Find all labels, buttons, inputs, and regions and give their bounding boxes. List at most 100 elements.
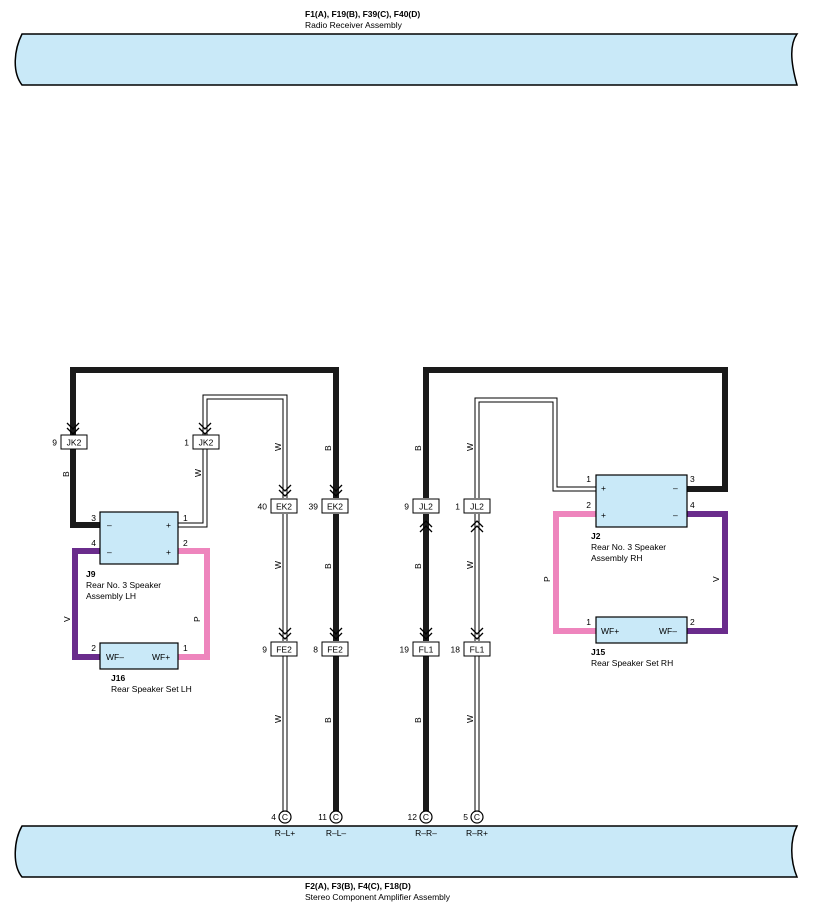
j2-name-line2: Assembly RH	[591, 553, 642, 563]
connector-jl2-b	[463, 498, 491, 514]
j9-pin-4: 4	[91, 538, 96, 548]
j15-id: J15	[591, 647, 605, 657]
connector-jk2-b-pin: 1	[184, 438, 189, 448]
j9-pin-3: 3	[91, 513, 96, 523]
connector-fl1-a-pin: 19	[400, 645, 410, 655]
svg-text:R–L–: R–L–	[326, 828, 347, 838]
connector-ek2-b	[321, 498, 349, 514]
terminal-r-r-minus: C 12 R–R–	[408, 810, 437, 838]
svg-text:C: C	[282, 812, 288, 822]
component-j9: – – + + 3 4 1 2 J9 Rear No. 3 Speaker As…	[86, 511, 188, 601]
connector-fl1-a	[412, 641, 440, 657]
top-assembly-bar	[14, 33, 799, 86]
wire-label-w: W	[273, 561, 283, 569]
j2-plus-bottom: +	[601, 510, 606, 520]
connector-jk2-a	[60, 434, 88, 450]
bottom-assembly-bar	[14, 825, 799, 878]
wire-black-right-loop	[423, 367, 728, 498]
svg-text:12: 12	[408, 812, 418, 822]
wire-label-b: B	[413, 445, 423, 451]
connector-jk2-a-pin: 9	[52, 438, 57, 448]
j9-minus-bottom: –	[107, 547, 112, 557]
j2-id: J2	[591, 531, 601, 541]
j2-minus-bottom: –	[673, 510, 678, 520]
j15-left-terminal: WF+	[601, 626, 619, 636]
arrow-markers	[66, 422, 484, 640]
svg-text:C: C	[333, 812, 339, 822]
j15-right-terminal: WF–	[659, 626, 677, 636]
terminal-r-r-plus: C 5 R–R+	[463, 810, 488, 838]
wire-pink-left	[178, 548, 210, 660]
connector-jk2-b	[192, 434, 220, 450]
bottom-assembly-name: Stereo Component Amplifier Assembly	[305, 892, 451, 902]
connector-fl1-b-pin: 18	[451, 645, 461, 655]
wire-label-b: B	[413, 563, 423, 569]
bottom-assembly-code: F2(A), F3(B), F4(C), F18(D)	[305, 881, 411, 891]
j9-minus-top: –	[107, 520, 112, 530]
j16-pin-right: 1	[183, 643, 188, 653]
connector-fl1-b-label: FL1	[470, 645, 485, 655]
svg-text:C: C	[474, 812, 480, 822]
wire-label-b: B	[413, 717, 423, 723]
j16-id: J16	[111, 673, 125, 683]
j16-left-terminal: WF–	[106, 652, 124, 662]
j16-pin-left: 2	[91, 643, 96, 653]
connector-jl2-a	[412, 498, 440, 514]
wire-label-w: W	[465, 561, 475, 569]
svg-text:4: 4	[271, 812, 276, 822]
wire-label-w: W	[273, 443, 283, 451]
connector-ek2-a-pin: 40	[258, 502, 268, 512]
svg-text:R–L+: R–L+	[275, 828, 296, 838]
terminal-r-l-minus: C 11 R–L–	[318, 810, 347, 838]
wire-violet-right	[687, 511, 728, 634]
connector-jl2-a-label: JL2	[419, 502, 433, 512]
wire-white-left	[178, 394, 288, 811]
svg-text:C: C	[423, 812, 429, 822]
connector-fl1-b	[463, 641, 491, 657]
j15-pin-left: 1	[586, 617, 591, 627]
connector-ek2-a	[270, 498, 298, 514]
j15-name: Rear Speaker Set RH	[591, 658, 673, 668]
wire-label-w: W	[465, 443, 475, 451]
connector-fl1-a-label: FL1	[419, 645, 434, 655]
j16-right-terminal: WF+	[152, 652, 170, 662]
top-assembly-code: F1(A), F19(B), F39(C), F40(D)	[305, 9, 420, 19]
j2-plus-top: +	[601, 483, 606, 493]
connector-fe2-a-label: FE2	[276, 645, 292, 655]
wire-label-v: V	[62, 616, 72, 622]
wire-black-left-jk2-to-j9	[70, 449, 100, 528]
j2-minus-top: –	[673, 483, 678, 493]
component-j15: WF+ WF– 1 2 J15 Rear Speaker Set RH	[586, 616, 695, 668]
wire-violet-left	[72, 548, 100, 660]
j15-pin-right: 2	[690, 617, 695, 627]
top-assembly-name: Radio Receiver Assembly	[305, 20, 403, 30]
svg-text:5: 5	[463, 812, 468, 822]
component-j2: + + – – 1 2 3 4 J2 Rear No. 3 Speaker As…	[586, 474, 695, 563]
j9-pin-1: 1	[183, 513, 188, 523]
wire-label-p: P	[542, 576, 552, 582]
svg-text:R–R–: R–R–	[415, 828, 437, 838]
j2-pin-4: 4	[690, 500, 695, 510]
connector-fe2-b	[321, 641, 349, 657]
j2-pin-1: 1	[586, 474, 591, 484]
wire-label-w: W	[465, 715, 475, 723]
connector-fe2-b-pin: 8	[313, 645, 318, 655]
connector-jl2-a-pin: 9	[404, 502, 409, 512]
connector-ek2-a-label: EK2	[276, 502, 292, 512]
connector-jk2-b-label: JK2	[199, 438, 214, 448]
connector-jl2-b-pin: 1	[455, 502, 460, 512]
wire-label-b: B	[61, 471, 71, 477]
wire-label-p: P	[192, 616, 202, 622]
connector-fe2-a-pin: 9	[262, 645, 267, 655]
j9-name-line2: Assembly LH	[86, 591, 136, 601]
j2-pin-2: 2	[586, 500, 591, 510]
j2-pin-3: 3	[690, 474, 695, 484]
connector-ek2-b-pin: 39	[309, 502, 319, 512]
svg-text:11: 11	[318, 812, 327, 822]
connector-fe2-a	[270, 641, 298, 657]
connector-jl2-b-label: JL2	[470, 502, 484, 512]
j9-plus-bottom: +	[166, 547, 171, 557]
j9-plus-top: +	[166, 520, 171, 530]
wire-label-v: V	[711, 576, 721, 582]
